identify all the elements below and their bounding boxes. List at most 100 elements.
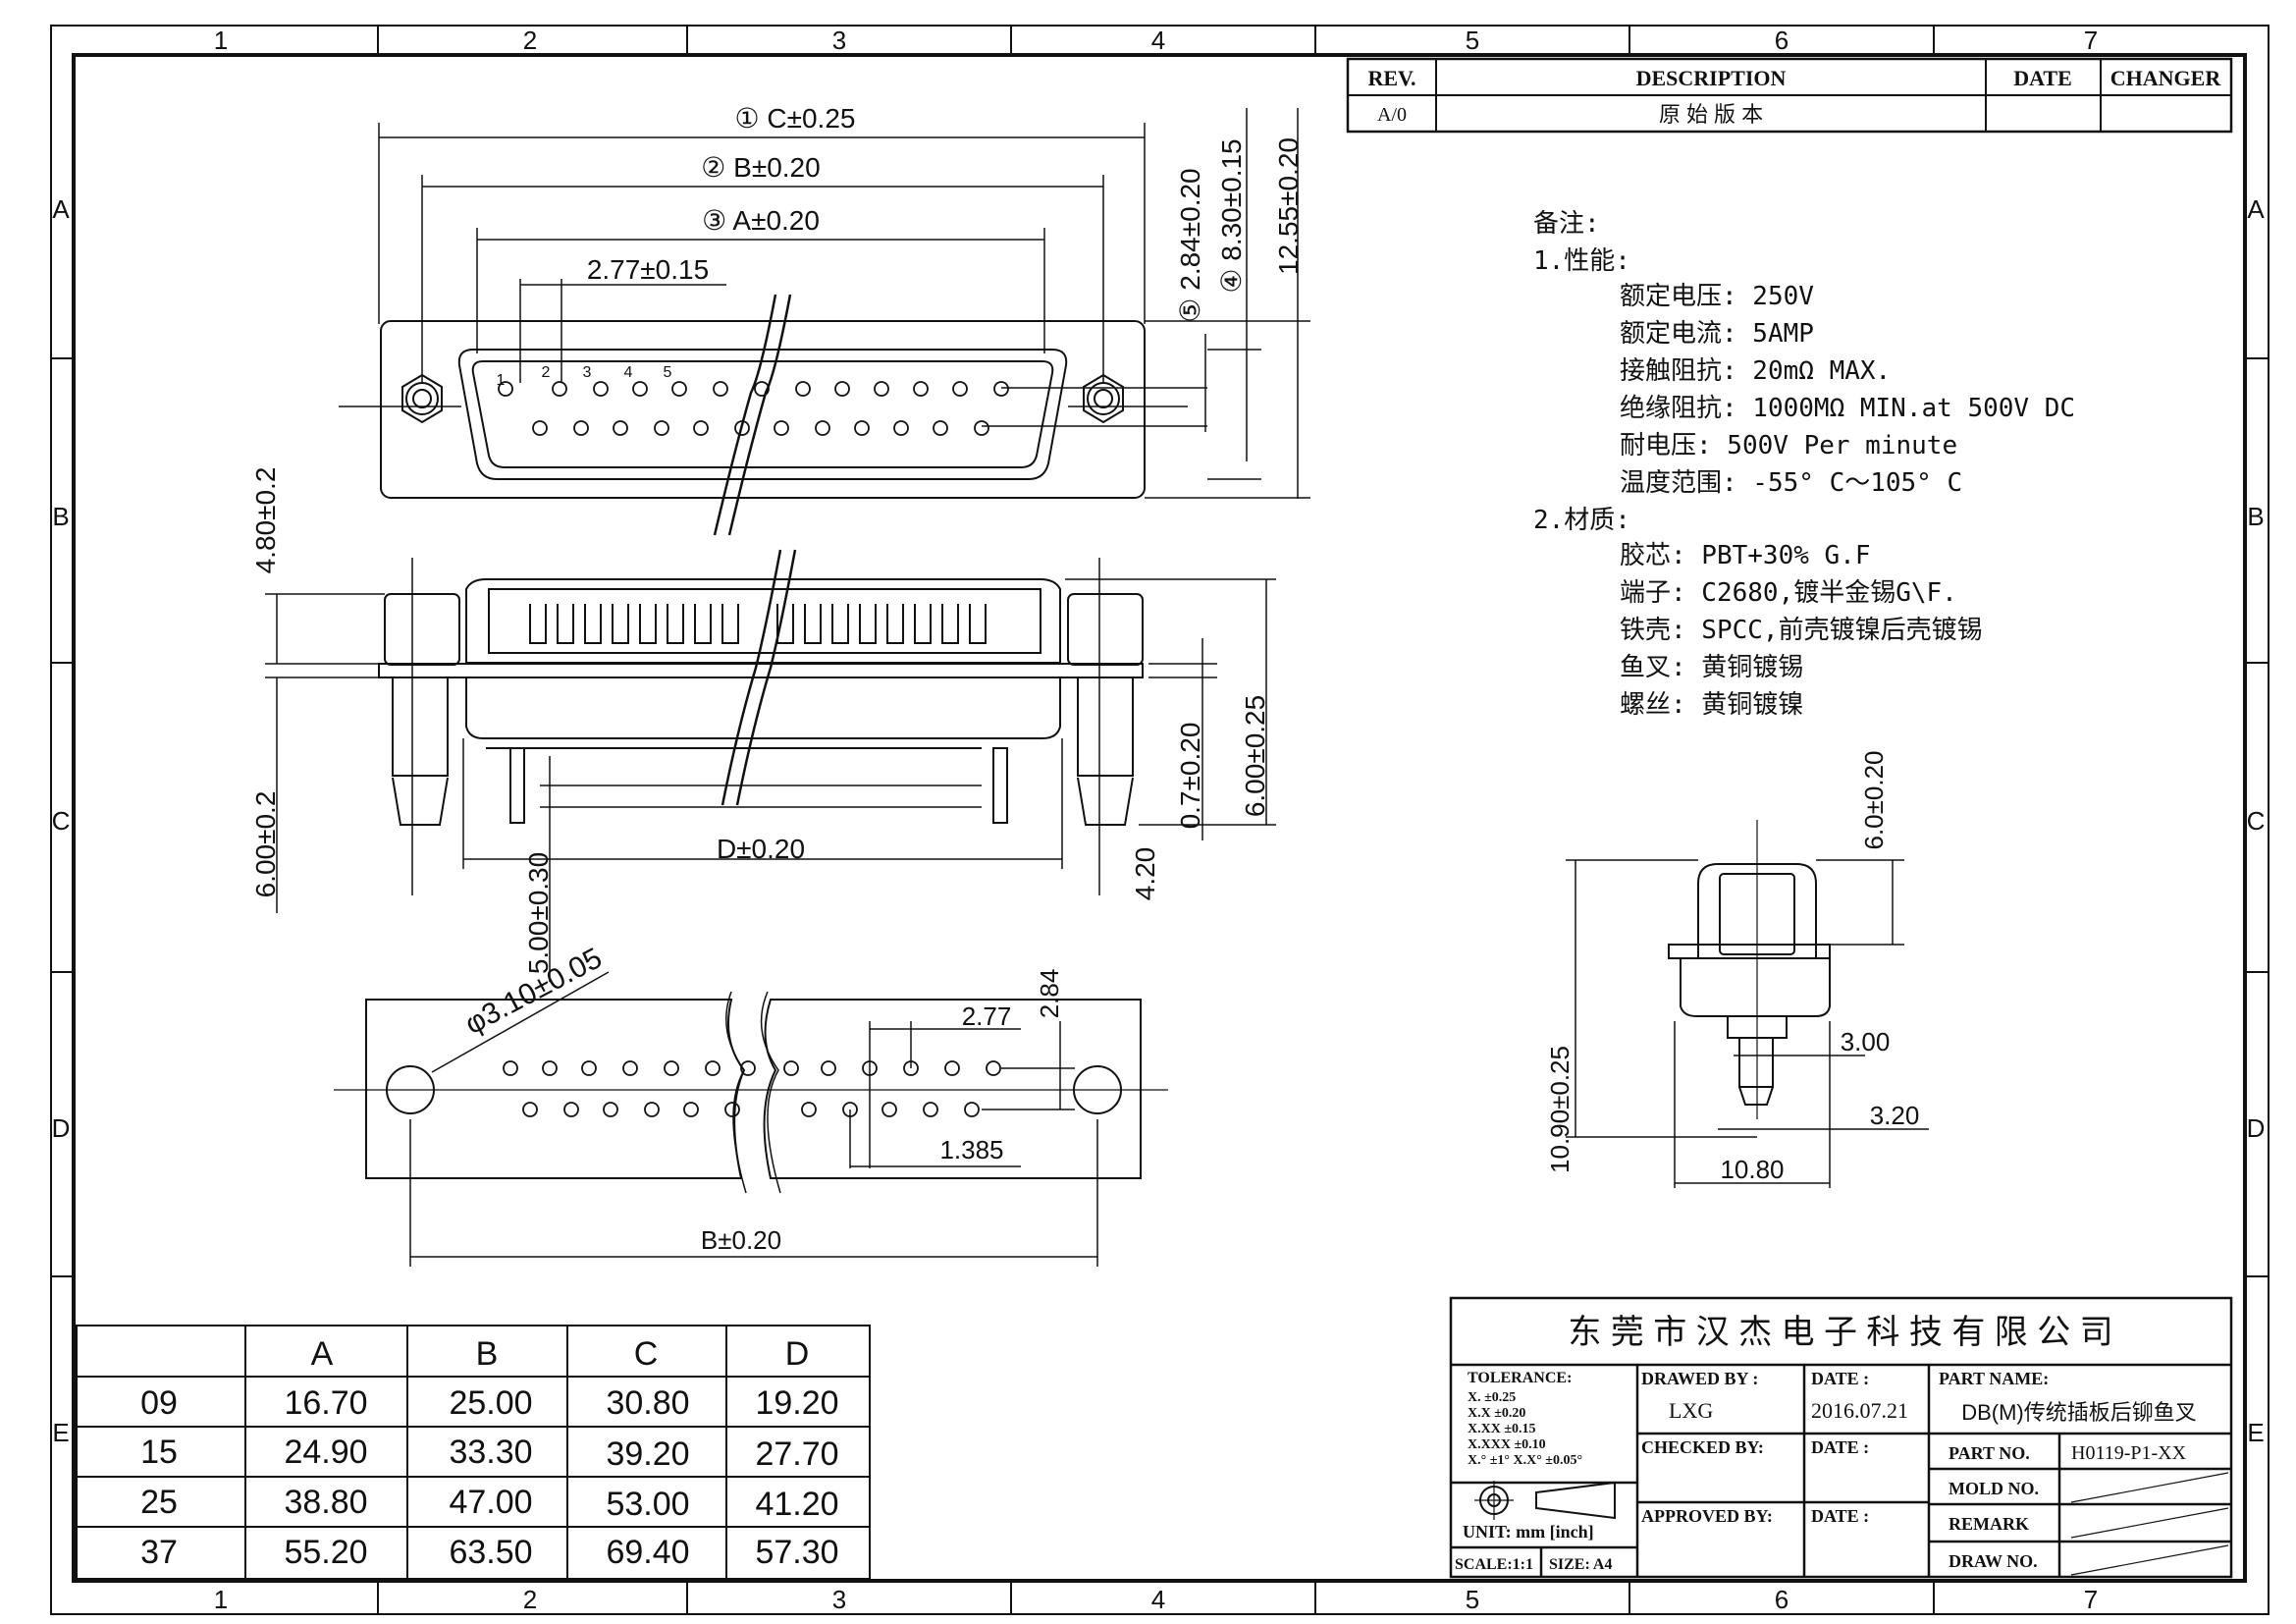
size-cell: 63.50 (449, 1534, 532, 1571)
size-row-label: 37 (140, 1534, 178, 1571)
size-cell: 47.00 (449, 1484, 532, 1521)
footprint-holes (503, 1060, 1001, 1117)
size-cell: 24.90 (284, 1434, 367, 1471)
drawed-by-value: LXG (1669, 1398, 1713, 1423)
pin-label-1: 1 (497, 372, 506, 389)
size-cell: 19.20 (755, 1384, 838, 1422)
dim-4-80: 4.80±0.2 (250, 467, 281, 574)
approved-date-label: DATE : (1811, 1506, 1869, 1526)
part-no-value: H0119-P1-XX (2071, 1442, 2187, 1464)
col-label-2b: 2 (523, 1585, 537, 1614)
perf-line-2: 额定电流: 5AMP (1620, 319, 1814, 349)
dim-4-20: 4.20 (1130, 847, 1160, 901)
description-value: 原 始 版 本 (1659, 102, 1763, 127)
row-label-d: D (52, 1113, 71, 1143)
size-cell: 27.70 (755, 1435, 838, 1473)
notes-title: 备注: (1533, 209, 1600, 239)
front-view (339, 294, 1207, 536)
pin-label-5: 5 (664, 364, 672, 381)
dim-c: ① C±0.25 (735, 103, 856, 134)
front-pins (498, 381, 1009, 436)
footprint-view (334, 991, 1168, 1194)
scale-label: SCALE:1:1 (1455, 1556, 1533, 1573)
small-side-dimensions (1566, 859, 1929, 1188)
pin-label-3: 3 (583, 364, 592, 381)
description-header: DESCRIPTION (1636, 66, 1787, 90)
dim-10-80: 10.80 (1720, 1155, 1784, 1184)
dim-1-385: 1.385 (939, 1135, 1003, 1164)
col-label-7: 7 (2084, 26, 2098, 55)
row-label-a-r: A (2247, 194, 2265, 224)
tolerance-line: X. ±0.25 (1468, 1390, 1516, 1405)
row-label-d-r: D (2247, 1113, 2266, 1143)
pin-label-2: 2 (542, 364, 551, 381)
dim-b-bottom: B±0.20 (701, 1225, 781, 1255)
material-line-1: 胶芯: PBT+30% G.F (1620, 541, 1871, 570)
size-row-label: 15 (140, 1434, 178, 1471)
row-label-c-r: C (2247, 806, 2266, 836)
dim-6-0: 6.0±0.20 (1859, 750, 1889, 849)
company-name: 东 莞 市 汉 杰 电 子 科 技 有 限 公 司 (1568, 1314, 2112, 1351)
dim-a: ③ A±0.20 (702, 205, 820, 236)
size-cell: 30.80 (606, 1384, 689, 1422)
dim-b: ② B±0.20 (701, 152, 820, 183)
size-label: SIZE: A4 (1549, 1556, 1612, 1573)
row-label-c: C (52, 806, 71, 836)
col-label-6: 6 (1775, 26, 1789, 55)
outer-frame (50, 25, 2269, 1615)
size-cell: 39.20 (606, 1435, 689, 1473)
dim-pitch-2-77: 2.77 (962, 1001, 1012, 1031)
size-cell: 55.20 (284, 1534, 367, 1571)
dim-pitch: 2.77±0.15 (587, 254, 709, 285)
date-header: DATE (2013, 66, 2072, 90)
row-label-b-r: B (2247, 502, 2264, 531)
date-value: 2016.07.21 (1811, 1398, 1908, 1423)
size-row-label: 09 (140, 1384, 178, 1422)
draw-no-label: DRAW NO. (1949, 1551, 2038, 1571)
dim-2-84: ⑤ 2.84±0.20 (1175, 168, 1205, 322)
col-label-4: 4 (1151, 26, 1165, 55)
col-label-3: 3 (832, 26, 846, 55)
size-cell: 25.00 (449, 1384, 532, 1422)
checked-date-label: DATE : (1811, 1437, 1869, 1457)
part-no-label: PART NO. (1949, 1443, 2030, 1463)
perf-line-3: 接触阻抗: 20mΩ MAX. (1620, 356, 1891, 386)
col-label-5b: 5 (1466, 1585, 1479, 1614)
size-header-d: D (785, 1335, 810, 1373)
size-header-a: A (311, 1335, 334, 1373)
material-line-3: 铁壳: SPCC,前壳镀镍后壳镀锡 (1620, 616, 1983, 645)
tolerance-line: X.X ±0.20 (1468, 1406, 1525, 1421)
size-cell: 57.30 (755, 1534, 838, 1571)
col-label-1b: 1 (214, 1585, 228, 1614)
frame-ticks (51, 26, 2269, 1614)
approved-by-label: APPROVED BY: (1641, 1506, 1773, 1526)
dim-10-90: 10.90±0.25 (1545, 1046, 1575, 1173)
part-name-value: DB(M)传统插板后铆鱼叉 (1961, 1400, 2197, 1425)
pin-label-4: 4 (624, 364, 633, 381)
front-dimensions (378, 108, 1310, 499)
dim-row-2-84: 2.84 (1035, 969, 1064, 1019)
material-line-5: 螺丝: 黄铜镀镍 (1620, 690, 1803, 720)
col-label-6b: 6 (1775, 1585, 1789, 1614)
title-block (1449, 1296, 2233, 1579)
dim-3-20: 3.20 (1870, 1101, 1920, 1130)
size-header-c: C (634, 1335, 659, 1373)
row-label-e: E (52, 1418, 69, 1447)
part-name-label: PART NAME: (1939, 1369, 2049, 1388)
notes-section-2: 2.材质: (1533, 506, 1630, 535)
footprint-dimensions (409, 971, 1098, 1267)
notes-block: 备注: 1.性能: 额定电压: 250V 额定电流: 5AMP 接触阻抗: 20… (1533, 209, 2075, 720)
size-header-b: B (476, 1335, 499, 1373)
size-cell: 53.00 (606, 1486, 689, 1523)
tolerance-line: X.° ±1° X.X° ±0.05° (1468, 1453, 1582, 1468)
col-label-2: 2 (523, 26, 537, 55)
material-line-4: 鱼叉: 黄铜镀锡 (1620, 653, 1803, 682)
tolerance-line: X.XX ±0.15 (1468, 1422, 1536, 1436)
row-label-e-r: E (2247, 1418, 2264, 1447)
inner-frame (72, 53, 2247, 1583)
size-row-label: 25 (140, 1484, 178, 1521)
tolerance-line: X.XXX ±0.10 (1468, 1437, 1546, 1452)
mold-no-label: MOLD NO. (1949, 1479, 2039, 1498)
dim-3-00: 3.00 (1841, 1027, 1891, 1056)
